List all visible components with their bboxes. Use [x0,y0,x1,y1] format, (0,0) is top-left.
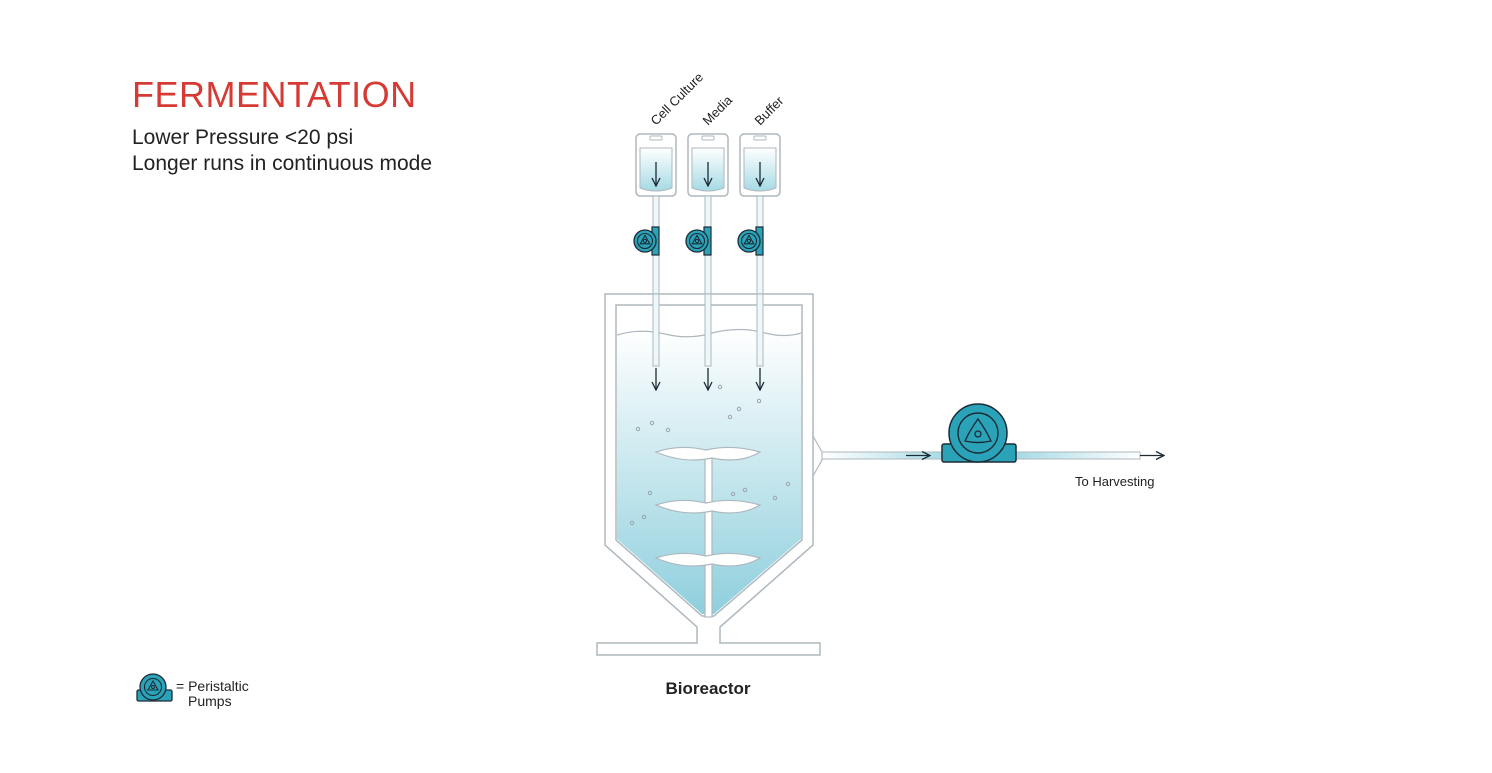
bag-buffer [739,133,781,197]
pump-icon [737,226,764,256]
page-title: FERMENTATION [132,74,417,115]
bag-media [687,133,729,197]
pump-icon [685,226,712,256]
legend-line-1: = Peristaltic [176,678,249,694]
bioreactor-label: Bioreactor [665,679,750,698]
bag-label-cell-culture: Cell Culture [648,69,707,128]
legend-line-2: Pumps [188,693,232,709]
pump-icon [633,226,660,256]
bag-label-buffer: Buffer [752,93,787,128]
impeller [654,446,762,618]
pressure-note: Lower Pressure <20 psi [132,126,354,149]
bubbles [629,384,791,526]
legend-pump-icon [136,673,173,702]
bag-cell-culture [635,133,677,197]
mode-note: Longer runs in continuous mode [132,152,433,175]
harvest-pump-icon [941,403,1017,463]
output-pipe [812,435,1164,477]
to-harvesting-label: To Harvesting [1075,474,1154,489]
legend-text: = Peristaltic Pumps [176,679,249,709]
bag-label-media: Media [700,92,736,128]
